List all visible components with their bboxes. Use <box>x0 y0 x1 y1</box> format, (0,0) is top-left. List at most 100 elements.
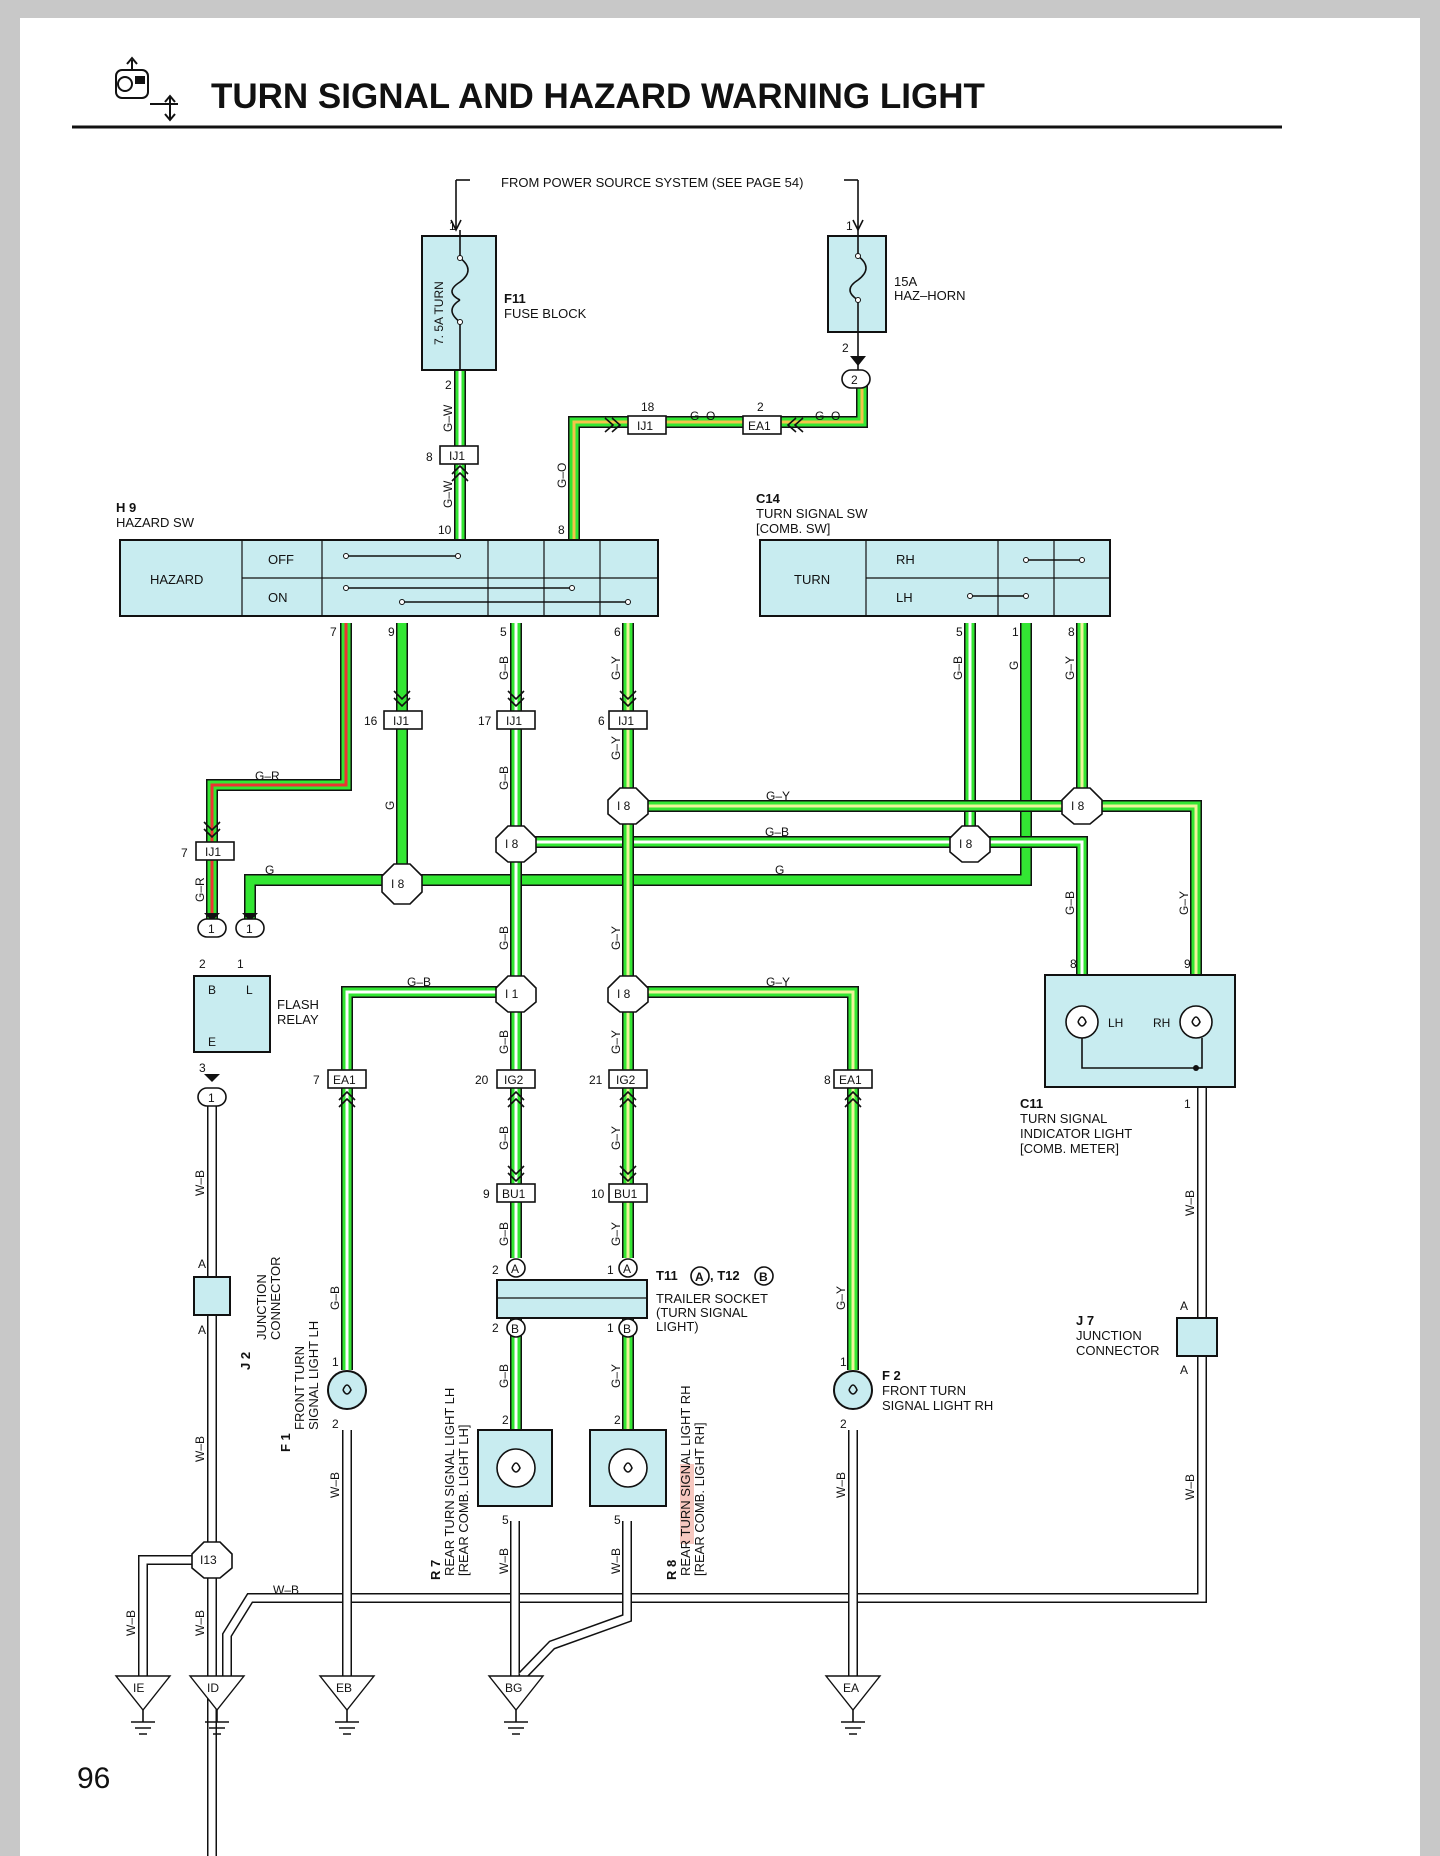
svg-text:REAR TURN SIGNAL LIGHT LH: REAR TURN SIGNAL LIGHT LH <box>442 1388 457 1576</box>
svg-text:ID: ID <box>207 1681 219 1695</box>
c14-pin-1: 1 <box>1012 625 1019 639</box>
junction-i8-g: I 8 <box>607 975 649 1013</box>
hazhorn-rating: 15A <box>894 274 917 289</box>
c11-pin-1: 1 <box>1184 1097 1191 1111</box>
svg-text:G–Y: G–Y <box>609 1222 623 1246</box>
header-icon <box>115 56 178 122</box>
svg-text:F 2: F 2 <box>882 1368 901 1383</box>
h9-pin-9: 9 <box>388 625 395 639</box>
svg-text:IJ1: IJ1 <box>393 714 409 728</box>
svg-text:W–B: W–B <box>1183 1474 1197 1500</box>
wire-gb-to-f1-stroke <box>345 990 516 1370</box>
svg-text:G–Y: G–Y <box>609 1030 623 1054</box>
svg-text:TRAILER SOCKET: TRAILER SOCKET <box>656 1291 768 1306</box>
svg-text:2: 2 <box>840 1417 847 1431</box>
wire-gb-bus-stroke <box>516 836 1088 975</box>
f11-fuse-rating: 7. 5A TURN <box>432 281 446 345</box>
ground-id: ID <box>188 1675 246 1735</box>
svg-text:A: A <box>623 1262 631 1276</box>
c14-code: C14 <box>756 491 781 506</box>
svg-text:G–B: G–B <box>497 1364 511 1388</box>
svg-text:W–B: W–B <box>193 1170 207 1196</box>
svg-text:G–B: G–B <box>497 656 511 680</box>
svg-text:BG: BG <box>505 1681 522 1695</box>
svg-text:G–Y: G–Y <box>609 656 623 680</box>
svg-text:I 8: I 8 <box>391 877 405 891</box>
svg-text:IJ1: IJ1 <box>618 714 634 728</box>
svg-text:A: A <box>1180 1363 1188 1377</box>
c11-name-3: [COMB. METER] <box>1020 1141 1119 1156</box>
h9-hazard-label: HAZARD <box>150 572 203 587</box>
svg-text:SIGNAL LIGHT LH: SIGNAL LIGHT LH <box>306 1321 321 1430</box>
svg-text:, T12: , T12 <box>710 1268 740 1283</box>
trailer-socket: 2 1 A A B B 2 1 T11 A , T12 B TRAILER SO… <box>492 1258 774 1338</box>
svg-text:W–B: W–B <box>834 1472 848 1498</box>
junction-i8-e: I 8 <box>1061 787 1103 825</box>
svg-text:JUNCTION: JUNCTION <box>1076 1328 1142 1343</box>
svg-text:G–B: G–B <box>407 975 431 989</box>
r7-lamp-icon <box>496 1448 536 1488</box>
junction-layer: I 8 I 8 I 8 I 8 I 8 I 1 I 8 I13 <box>191 787 1103 1579</box>
c14-rh-label: RH <box>896 552 915 567</box>
wire-wb-id-to-c11-stroke <box>222 1080 1207 1676</box>
wiring-diagram: TURN SIGNAL AND HAZARD WARNING LIGHT FRO… <box>72 56 1282 1856</box>
r8-search-highlight <box>680 1464 694 1544</box>
svg-text:6: 6 <box>598 714 605 728</box>
svg-text:I 1: I 1 <box>505 987 519 1001</box>
svg-text:G: G <box>1007 661 1021 670</box>
svg-text:IJ1: IJ1 <box>205 845 221 859</box>
svg-text:W–B: W–B <box>328 1472 342 1498</box>
f1-lamp-icon <box>327 1370 367 1410</box>
ground-eb: EB <box>318 1675 376 1735</box>
svg-text:EA1: EA1 <box>333 1073 356 1087</box>
wire-wb-id-to-c11-stroke <box>223 1080 1206 1676</box>
svg-text:IG2: IG2 <box>504 1073 524 1087</box>
svg-text:EA1: EA1 <box>748 419 771 433</box>
svg-text:B: B <box>623 1322 631 1336</box>
c11-rh-label: RH <box>1153 1016 1170 1030</box>
wire-wb-r8-ground-stroke <box>519 1521 631 1679</box>
svg-text:G–B: G–B <box>497 1222 511 1246</box>
svg-text:G–Y: G–Y <box>609 926 623 950</box>
r7-rear-turn-light-lh: 2 5 R 7 REAR TURN SIGNAL LIGHT LH [REAR … <box>428 1388 553 1580</box>
svg-text:G–W: G–W <box>441 404 455 432</box>
junction-i8-c: I 8 <box>607 787 649 825</box>
svg-text:A: A <box>511 1262 519 1276</box>
svg-text:REAR TURN SIGNAL LIGHT RH: REAR TURN SIGNAL LIGHT RH <box>678 1386 693 1576</box>
c11-name-1: TURN SIGNAL <box>1020 1111 1107 1126</box>
svg-text:G–Y: G–Y <box>1063 656 1077 680</box>
junction-i8-d: I 8 <box>949 825 991 863</box>
svg-text:BU1: BU1 <box>614 1187 638 1201</box>
wire-gb-bus-stroke <box>516 837 1087 975</box>
svg-text:G–Y: G–Y <box>834 1286 848 1310</box>
wire-gy-to-f2-stroke <box>628 990 855 1370</box>
svg-text:IJ1: IJ1 <box>637 419 653 433</box>
c11-rh-lamp-icon <box>1179 1005 1213 1039</box>
svg-text:G: G <box>775 863 784 877</box>
svg-text:1: 1 <box>840 1355 847 1369</box>
svg-text:T11: T11 <box>656 1268 678 1283</box>
svg-text:BU1: BU1 <box>502 1187 526 1201</box>
ground-ea: EA <box>824 1675 882 1735</box>
svg-text:I 8: I 8 <box>617 799 631 813</box>
wire-gy-bus-stroke <box>628 801 1201 975</box>
svg-text:JUNCTION: JUNCTION <box>254 1274 269 1340</box>
h9-pin-5: 5 <box>500 625 507 639</box>
relay-name-2: RELAY <box>277 1012 319 1027</box>
svg-text:G–B: G–B <box>497 1030 511 1054</box>
page-title: TURN SIGNAL AND HAZARD WARNING LIGHT <box>211 77 985 116</box>
power-arrow-left <box>450 180 462 232</box>
wire-g-bus-stroke <box>245 623 1031 925</box>
svg-text:EA: EA <box>843 1681 859 1695</box>
svg-text:R 8: R 8 <box>664 1560 679 1580</box>
svg-text:G–R: G–R <box>255 769 280 783</box>
svg-text:G–Y: G–Y <box>609 1364 623 1388</box>
f2-front-turn-light-rh: 1 2 F 2 FRONT TURN SIGNAL LIGHT RH <box>833 1355 993 1431</box>
svg-text:2: 2 <box>757 400 764 414</box>
